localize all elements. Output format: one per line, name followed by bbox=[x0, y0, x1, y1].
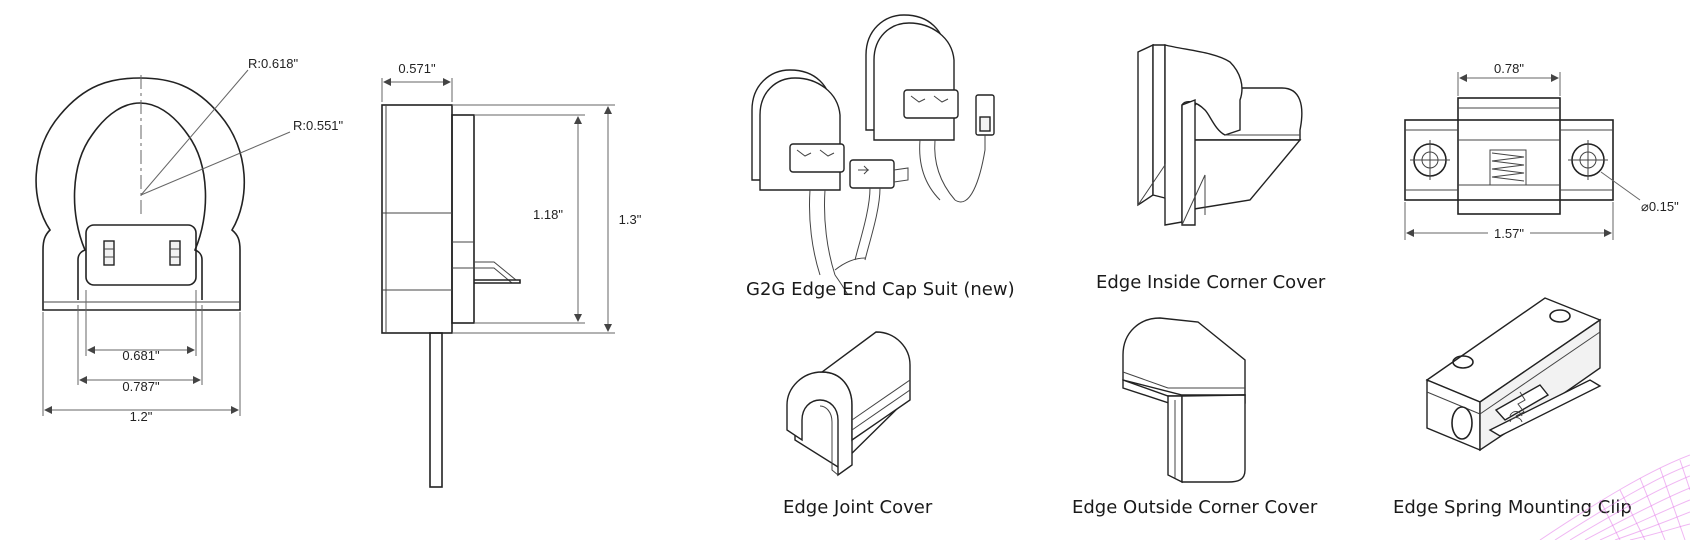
clip-top-width-label: 0.78" bbox=[1494, 61, 1524, 76]
spring-clip-illustration bbox=[1425, 297, 1602, 452]
radius-outer-label: R:0.618" bbox=[248, 56, 299, 71]
radius-inner-leader bbox=[140, 131, 291, 196]
height-total-label: 1.3" bbox=[619, 212, 642, 227]
decorative-corner-mesh bbox=[1539, 454, 1690, 540]
height-inner-label: 1.18" bbox=[533, 207, 563, 222]
caption-outside-corner: Edge Outside Corner Cover bbox=[1072, 497, 1318, 518]
width-inner-label: 0.681" bbox=[122, 348, 160, 363]
outside-corner-illustration bbox=[1122, 317, 1246, 484]
clip-base bbox=[1404, 119, 1614, 201]
clip-top-view: 0.78" 1.57" ⌀0.15" bbox=[1404, 61, 1679, 241]
caption-spring-clip: Edge Spring Mounting Clip bbox=[1393, 497, 1632, 518]
socket-pin-left bbox=[103, 240, 115, 266]
caption-joint: Edge Joint Cover bbox=[783, 497, 933, 518]
clip-bridge bbox=[1457, 97, 1561, 215]
connector-socket bbox=[85, 224, 197, 286]
front-inner-profile bbox=[73, 102, 207, 300]
inside-corner-illustration bbox=[1137, 43, 1303, 226]
clip-total-width-label: 1.57" bbox=[1494, 226, 1524, 241]
side-cable bbox=[429, 332, 443, 488]
side-cap bbox=[451, 114, 475, 324]
depth-label: 0.571" bbox=[398, 61, 436, 76]
caption-inside-corner: Edge Inside Corner Cover bbox=[1096, 272, 1326, 293]
radius-inner-label: R:0.551" bbox=[293, 118, 344, 133]
clip-hole-diameter-label: ⌀0.15" bbox=[1641, 199, 1679, 214]
side-body bbox=[381, 104, 453, 334]
radius-outer-leader bbox=[140, 69, 249, 196]
socket-pin-right bbox=[169, 240, 181, 266]
hole-diameter-leader bbox=[1600, 171, 1641, 201]
width-mid-label: 0.787" bbox=[122, 379, 160, 394]
side-pin bbox=[474, 279, 521, 284]
front-view: R:0.618" R:0.551" 0.681" 0.787" 1.2" bbox=[35, 56, 344, 424]
caption-end-cap: G2G Edge End Cap Suit (new) bbox=[746, 279, 1015, 300]
side-view: 0.571" 1.18" 1.3" bbox=[381, 61, 642, 488]
joint-cover-illustration bbox=[786, 331, 911, 477]
width-total-label: 1.2" bbox=[130, 409, 153, 424]
end-cap-suit-illustration bbox=[751, 14, 995, 296]
front-outer-profile bbox=[35, 77, 246, 311]
